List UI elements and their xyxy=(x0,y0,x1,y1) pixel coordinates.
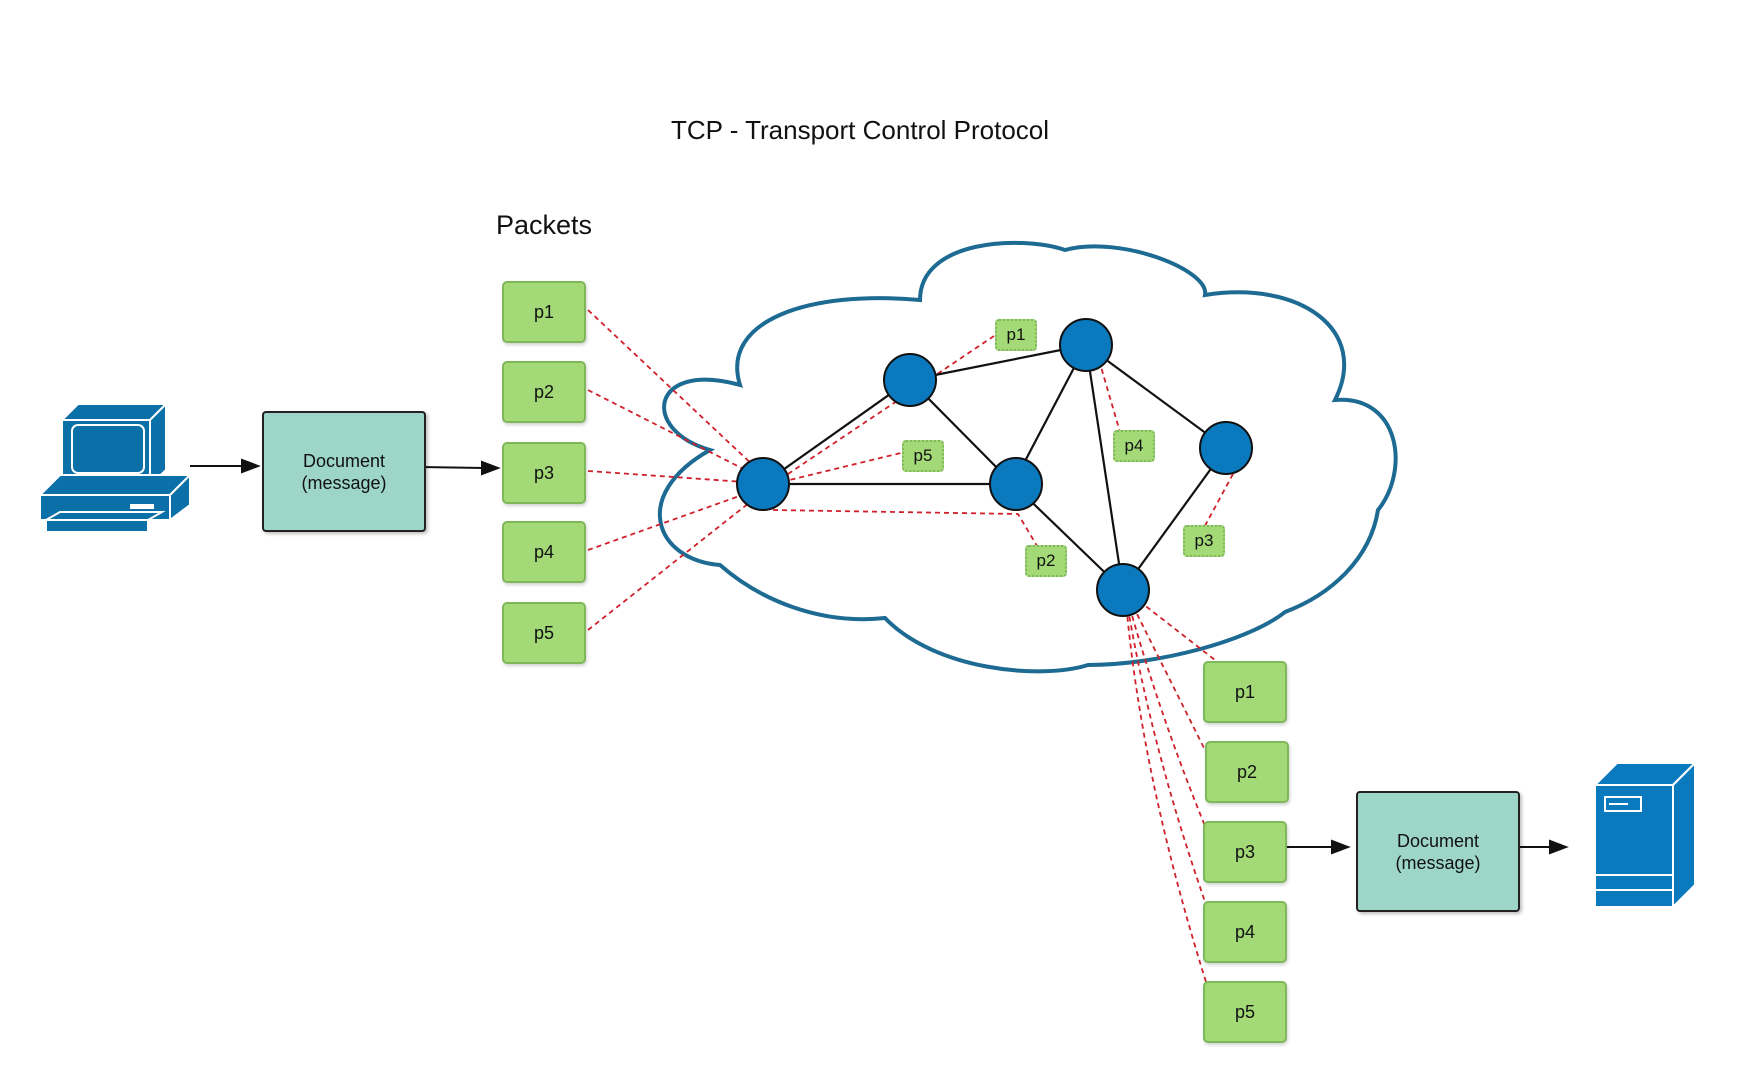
document-subtitle: (message) xyxy=(301,472,387,493)
router-node xyxy=(1199,421,1253,475)
flow-arrows xyxy=(190,458,1569,855)
routers xyxy=(736,318,1253,617)
outgoing-packet: p3 xyxy=(502,442,586,504)
packet-label: p4 xyxy=(1124,436,1144,455)
transit-packet: p4 xyxy=(1113,430,1155,462)
router-node xyxy=(1096,563,1150,617)
incoming-packet: p2 xyxy=(1205,741,1289,803)
desktop-computer-icon xyxy=(37,401,193,533)
receiver-document: Document (message) xyxy=(1356,791,1520,912)
packet-label: p5 xyxy=(913,446,933,465)
packets-heading: Packets xyxy=(496,210,593,240)
router-node xyxy=(883,353,937,407)
transit-packet: p5 xyxy=(902,440,944,472)
transit-packet: p3 xyxy=(1183,525,1225,557)
packet-label: p4 xyxy=(1234,921,1256,942)
document-title: Document xyxy=(1396,830,1480,851)
outgoing-packet: p2 xyxy=(502,361,586,423)
incoming-packet: p5 xyxy=(1203,981,1287,1043)
outgoing-packet: p1 xyxy=(502,281,586,343)
document-title: Document xyxy=(302,450,386,471)
packet-label: p2 xyxy=(1036,551,1056,570)
router-node xyxy=(989,457,1043,511)
server-icon xyxy=(1592,760,1698,910)
packet-label: p2 xyxy=(1236,761,1258,782)
outgoing-packet: p4 xyxy=(502,521,586,583)
packet-label: p3 xyxy=(1194,531,1214,550)
incoming-packet: p1 xyxy=(1203,661,1287,723)
packet-label: p4 xyxy=(533,541,555,562)
document-subtitle: (message) xyxy=(1395,852,1481,873)
transit-packet: p1 xyxy=(995,319,1037,351)
packet-label: p5 xyxy=(533,622,555,643)
router-node xyxy=(736,457,790,511)
transit-packet: p2 xyxy=(1025,545,1067,577)
incoming-packet: p4 xyxy=(1203,901,1287,963)
packet-label: p3 xyxy=(1234,841,1256,862)
diagram-title: TCP - Transport Control Protocol xyxy=(670,115,1050,145)
packet-label: p1 xyxy=(533,301,555,322)
packet-label: p1 xyxy=(1234,681,1256,702)
packet-label: p1 xyxy=(1006,325,1026,344)
outgoing-packet: p5 xyxy=(502,602,586,664)
sender-document: Document (message) xyxy=(262,411,426,532)
incoming-packet: p3 xyxy=(1203,821,1287,883)
packet-label: p5 xyxy=(1234,1001,1256,1022)
packet-label: p3 xyxy=(533,462,555,483)
router-node xyxy=(1059,318,1113,372)
packet-label: p2 xyxy=(533,381,555,402)
